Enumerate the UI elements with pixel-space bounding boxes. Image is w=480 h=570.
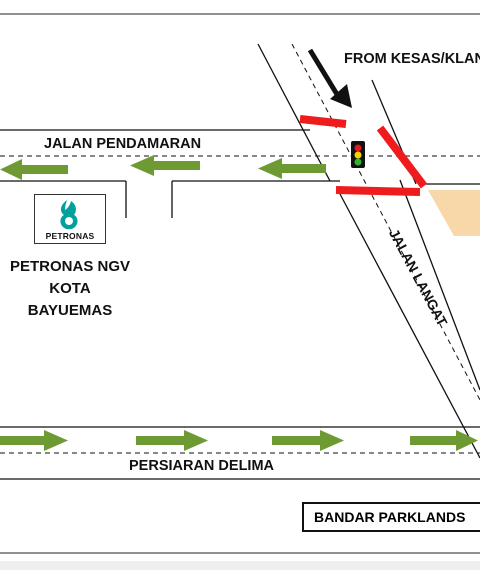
station-name-line2: KOTA [49,280,91,297]
junction-markers [299,115,428,196]
petronas-logo: PETRONAS [34,194,106,244]
persiaran-delima-label: PERSIARAN DELIMA [129,458,275,474]
bandar-parklands-label: BANDAR PARKLANDS [314,509,466,525]
arrow-icon [410,430,478,451]
arrow-icon [0,430,68,451]
bottom-strip [0,561,480,570]
land-plot [428,190,480,236]
petronas-logo-icon [60,200,78,230]
traffic-light-icon [351,141,365,168]
jalan-pendamaran-label: JALAN PENDAMARAN [44,136,202,152]
from-kesas-label: FROM KESAS/KLANG [344,51,480,67]
jalan-langat-road [257,43,480,459]
station-name-line3: BAYUEMAS [27,302,113,319]
eastbound-arrows [0,430,478,451]
station-name-line1: PETRONAS NGV [9,258,130,275]
arrow-icon [130,155,200,176]
arrow-icon [0,159,68,180]
arrow-icon [258,158,326,179]
petronas-logo-text: PETRONAS [45,231,95,241]
station-name: PETRONAS NGV KOTA BAYUEMAS [0,256,140,322]
persiaran-delima-road [0,426,480,480]
bandar-parklands-box: BANDAR PARKLANDS [302,502,480,532]
arrow-icon [136,430,208,451]
westbound-arrows [0,155,326,180]
arrow-icon [272,430,344,451]
black-arrow-icon [307,48,352,108]
